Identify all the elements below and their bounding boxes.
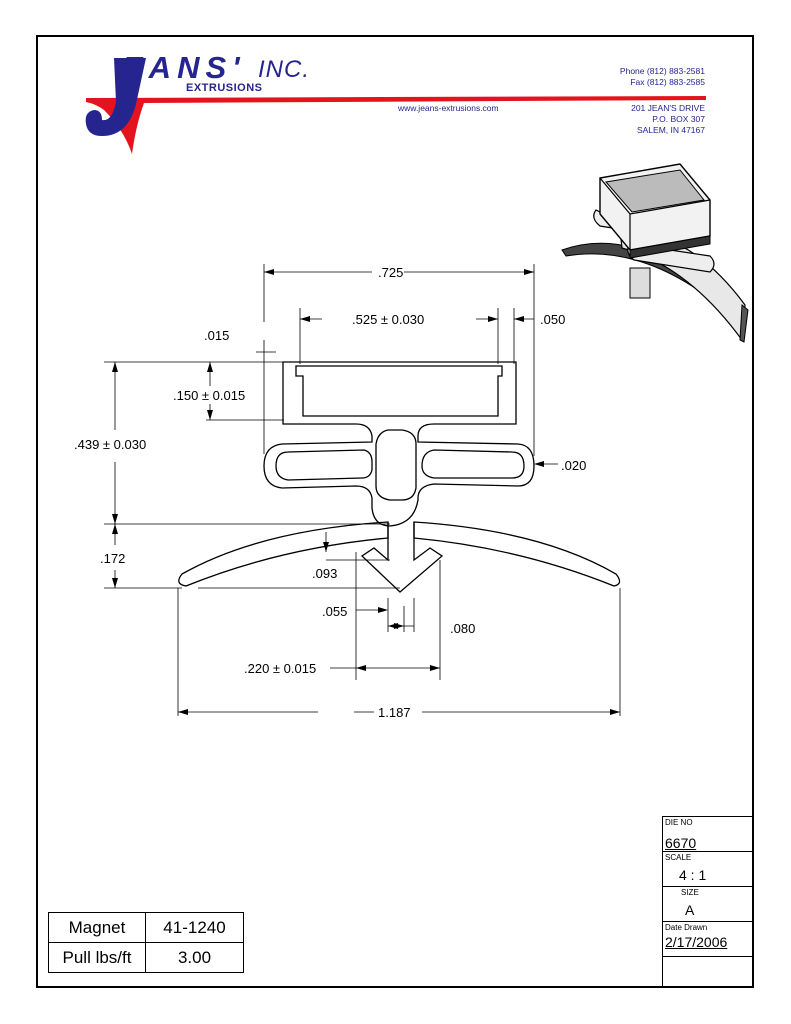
logo-j-mark [85, 58, 146, 136]
dim-220: .220 ± 0.015 [244, 661, 317, 676]
die-no-value: 6670 [665, 835, 697, 851]
isometric-view [561, 163, 749, 343]
size-caption: SIZE [681, 888, 699, 897]
logo-name: EANS' [122, 50, 246, 85]
dim-020: .020 [561, 458, 587, 473]
dim-055: .055 [322, 604, 348, 619]
scale-value: 4 : 1 [679, 867, 707, 883]
scale-cell: SCALE 4 : 1 [662, 851, 754, 886]
magnet-value: 41-1240 [145, 912, 244, 943]
dim-439: .439 ± 0.030 [74, 437, 147, 452]
dim-150: .150 ± 0.015 [173, 388, 246, 403]
table-row: Pull lbs/ft 3.00 [48, 942, 244, 973]
dim-080: .080 [450, 621, 476, 636]
magnet-table: Magnet 41-1240 Pull lbs/ft 3.00 [48, 912, 244, 973]
dim-172: .172 [100, 551, 126, 566]
title-block: DIE NO 6670 SCALE 4 : 1 SIZE A Date Draw… [662, 816, 754, 988]
dim-725: .725 [378, 265, 404, 280]
magnet-label: Magnet [48, 912, 146, 943]
dim-015: .015 [204, 328, 230, 343]
die-no-cell: DIE NO 6670 [662, 816, 754, 851]
date-value: 2/17/2006 [665, 934, 728, 950]
die-no-caption: DIE NO [665, 818, 693, 827]
logo-subtitle: EXTRUSIONS [186, 82, 263, 94]
dim-1187: 1.187 [378, 705, 411, 720]
logo-red-swoosh [86, 96, 706, 154]
pull-value: 3.00 [145, 942, 244, 973]
scale-caption: SCALE [665, 853, 692, 862]
logo-graphic [85, 58, 706, 154]
size-cell: SIZE A [662, 886, 754, 921]
date-caption: Date Drawn [665, 923, 708, 932]
dim-525: .525 ± 0.030 [352, 312, 425, 327]
fax-text: Fax (812) 883-2585 [630, 77, 705, 87]
date-cell: Date Drawn 2/17/2006 [662, 921, 754, 956]
phone-text: Phone (812) 883-2581 [619, 66, 705, 76]
logo-inc: INC. [258, 56, 310, 83]
drawing-frame [36, 35, 754, 988]
dim-050: .050 [540, 312, 566, 327]
size-value: A [685, 902, 695, 918]
table-row: Magnet 41-1240 [48, 912, 244, 943]
website-link[interactable]: www.jeans-extrusions.com [398, 103, 499, 113]
address-line-1: 201 JEAN'S DRIVE [631, 103, 705, 113]
dim-093: .093 [312, 566, 338, 581]
address-line-2: P.O. BOX 307 [652, 114, 705, 124]
address-line-3: SALEM, IN 47167 [636, 125, 705, 135]
pull-label: Pull lbs/ft [48, 942, 146, 973]
blank-cell [662, 956, 754, 988]
